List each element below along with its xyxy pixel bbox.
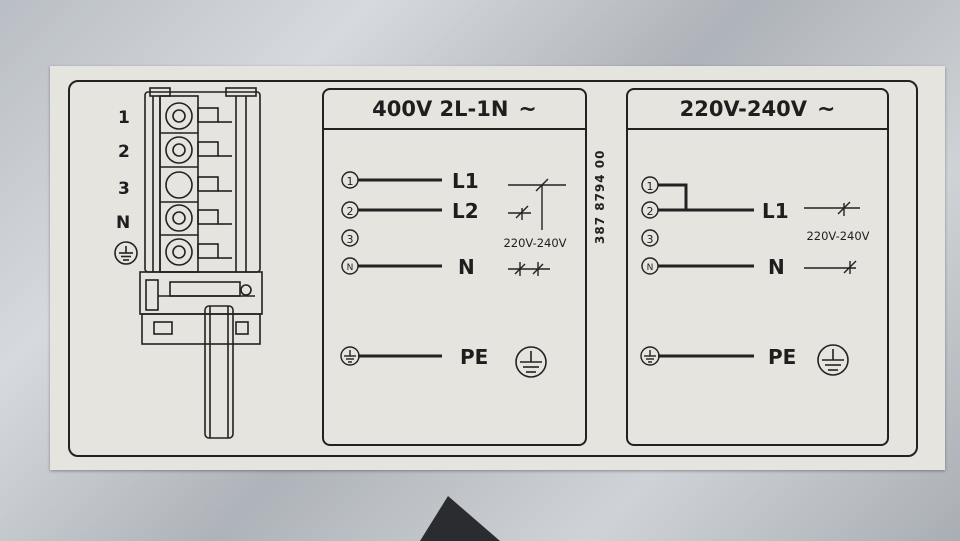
terminal-2-400v: 2 (347, 205, 354, 218)
panel-220v-title: 220V-240V (679, 97, 807, 121)
protective-earth-icon (515, 346, 547, 378)
ground-icon (640, 346, 660, 366)
wiring-diagram-220v: 1 2 3 N L1 N PE (640, 176, 870, 376)
panel-220v-header: 220V-240V ~ (628, 90, 887, 130)
terminal-label-3: 3 (118, 179, 130, 199)
sheet-border (68, 80, 918, 457)
ground-icon (340, 346, 360, 366)
switch-symbol-220v (804, 201, 860, 274)
housing-cutout (420, 496, 500, 541)
ac-symbol: ~ (816, 96, 836, 122)
wire-n-220v: N (768, 255, 785, 279)
terminal-label-n: N (116, 213, 130, 233)
wire-l2-400v: L2 (452, 199, 479, 223)
panel-220v: 220V-240V ~ 1 2 3 N L1 N (626, 88, 889, 446)
protective-earth-icon (817, 344, 849, 376)
terminal-1-220v: 1 (647, 180, 654, 193)
ac-symbol: ~ (518, 96, 537, 122)
terminal-n-400v: N (347, 263, 354, 273)
bridge-wire (658, 183, 688, 212)
terminal-3-400v: 3 (347, 233, 354, 246)
wire-n-400v: N (458, 255, 475, 279)
voltage-note-220v: 220V-240V (806, 229, 869, 243)
ground-icon (114, 241, 138, 265)
terminal-label-1: 1 (118, 108, 130, 128)
terminal-block (139, 87, 263, 439)
terminal-3-220v: 3 (647, 233, 654, 246)
panel-400v: 400V 2L-1N ~ 1 2 3 N L1 L2 N (322, 88, 587, 446)
panel-400v-title: 400V 2L-1N (372, 97, 509, 121)
terminal-2-220v: 2 (647, 205, 654, 218)
protective-earth-label-220v: PE (768, 345, 796, 369)
voltage-note-400v: 220V-240V (503, 236, 566, 250)
terminal-block-drawing: 1 2 3 N (114, 87, 263, 439)
terminal-label-2: 2 (118, 142, 130, 162)
terminal-1-400v: 1 (347, 175, 354, 188)
wire-l1-400v: L1 (452, 169, 479, 193)
switch-symbol-400v (508, 178, 566, 276)
part-number: 387 8794 00 (593, 149, 607, 244)
panel-400v-header: 400V 2L-1N ~ (324, 90, 585, 130)
wire-l1-220v: L1 (762, 199, 789, 223)
protective-earth-label-400v: PE (460, 345, 488, 369)
wiring-diagram-400v: 1 2 3 N L1 L2 N PE (340, 169, 567, 378)
wiring-label-sheet: 1 2 3 N (50, 66, 945, 470)
terminal-n-220v: N (647, 263, 654, 273)
